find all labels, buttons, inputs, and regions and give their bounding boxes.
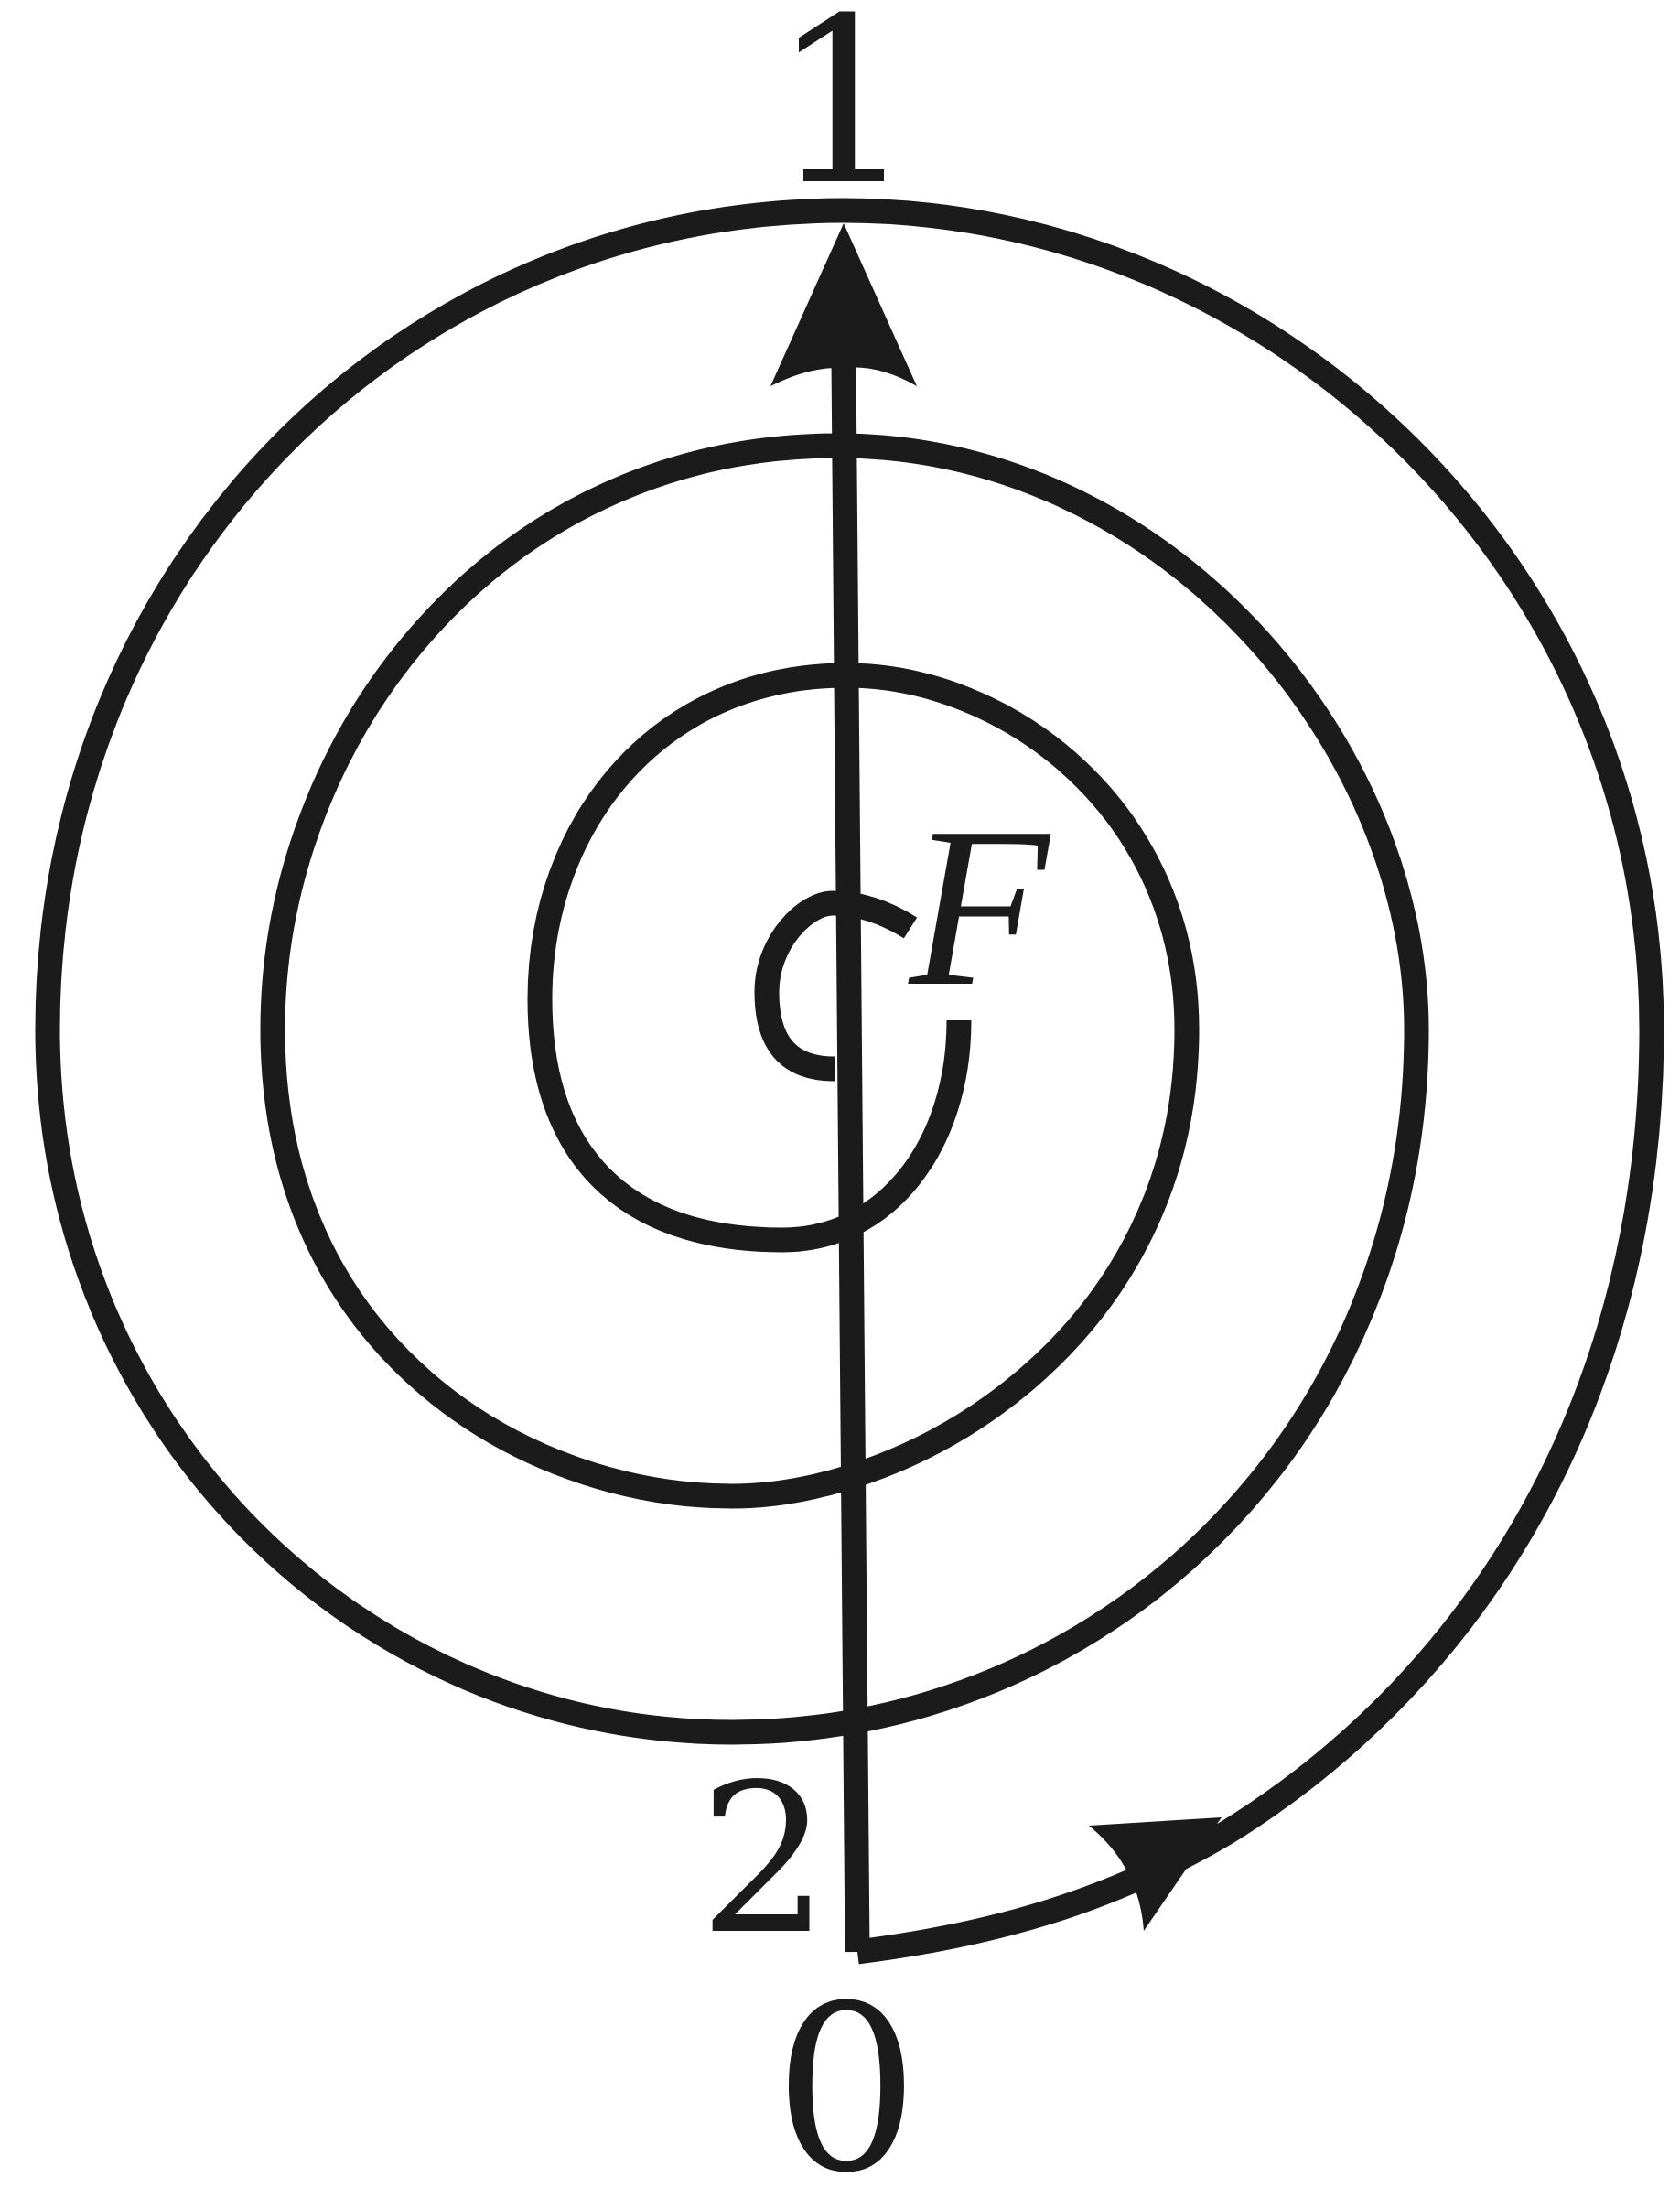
vertical-axis-line [831, 361, 870, 1953]
spiral-outer-loop [35, 198, 1664, 1965]
arrowhead-up [770, 223, 917, 386]
label-middle-2: 2 [698, 1741, 829, 1980]
diagram-strokes [35, 198, 1664, 1965]
arrowhead-curve [1089, 1817, 1222, 1931]
label-center-f: F [908, 781, 1051, 1034]
label-top-1: 1 [770, 0, 916, 235]
label-bottom-0: 0 [773, 1956, 919, 2188]
